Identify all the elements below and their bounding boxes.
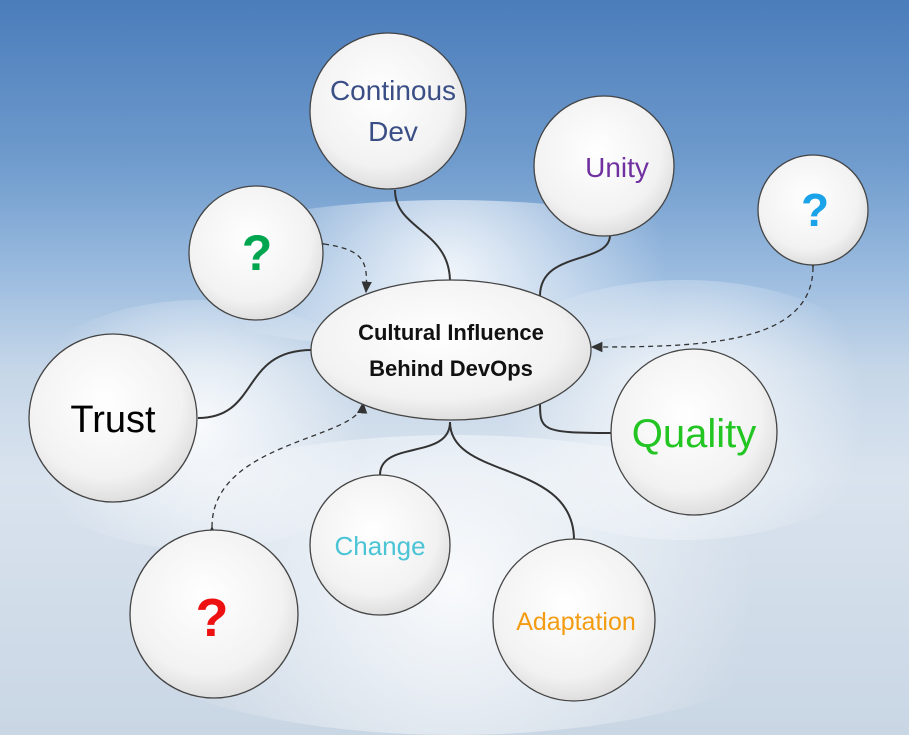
- connector-continuous-dev: [394, 189, 451, 283]
- continuous-dev-line2: Dev: [368, 116, 418, 147]
- link-green-question: [312, 237, 372, 294]
- connector-unity: [539, 234, 611, 297]
- trust-label: Trust: [70, 399, 156, 441]
- node-question-blue[interactable]: [757, 154, 869, 266]
- connector-adaptation: [449, 421, 575, 541]
- node-change[interactable]: [309, 474, 451, 616]
- connector-change: [379, 421, 451, 476]
- node-center[interactable]: [310, 279, 592, 421]
- node-trust[interactable]: [28, 333, 198, 503]
- link-blue-question: [590, 256, 819, 353]
- change-label: Change: [334, 531, 425, 561]
- connector-quality: [539, 401, 612, 434]
- dashed-links: [206, 237, 819, 538]
- center-line2: Behind DevOps: [369, 356, 533, 381]
- node-quality[interactable]: [610, 348, 778, 516]
- node-question-red[interactable]: [129, 529, 299, 699]
- node-continuous-dev[interactable]: [309, 32, 467, 190]
- question-blue-label: ?: [801, 184, 829, 236]
- link-red-question: [206, 401, 368, 538]
- connectors: [197, 189, 612, 541]
- question-green-label: ?: [242, 225, 273, 281]
- node-unity[interactable]: [533, 95, 675, 237]
- connector-trust: [197, 349, 313, 419]
- center-line1: Cultural Influence: [358, 320, 544, 345]
- node-question-green[interactable]: [188, 185, 324, 321]
- unity-label: Unity: [585, 152, 649, 183]
- continuous-dev-line1: Continous: [330, 75, 456, 106]
- adaptation-label: Adaptation: [516, 608, 636, 636]
- quality-label: Quality: [632, 412, 757, 456]
- question-red-label: ?: [196, 588, 229, 648]
- node-adaptation[interactable]: [492, 538, 656, 702]
